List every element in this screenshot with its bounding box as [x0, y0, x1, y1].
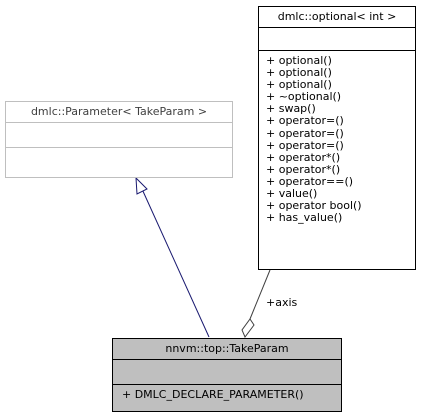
method-item[interactable]: + operator=() [266, 126, 344, 140]
method-item[interactable]: + has_value() [266, 211, 343, 225]
class-take-param[interactable]: nnvm::top::TakeParam + DMLC_DECLARE_PARA… [112, 338, 342, 412]
inheritance-arrowhead [135, 176, 148, 195]
method-item[interactable]: + operator bool() [266, 199, 362, 213]
aggregation-line [249, 269, 271, 320]
class-optional-int[interactable]: dmlc::optional< int > + optional() + opt… [258, 6, 416, 270]
method-item[interactable]: + operator*() [266, 150, 341, 164]
class-optional-int-methods: + optional() + optional() + optional() +… [259, 50, 415, 228]
class-take-param-title: nnvm::top::TakeParam [165, 342, 289, 355]
method-item[interactable]: + operator*() [266, 162, 341, 176]
method-item[interactable]: + operator==() [266, 174, 354, 188]
class-optional-int-attributes [259, 27, 415, 50]
class-parameter-take-param-attributes [6, 122, 232, 147]
class-take-param-attributes [113, 359, 341, 384]
method-item[interactable]: + ~optional() [266, 90, 342, 104]
method-item[interactable]: + optional() [266, 54, 332, 67]
class-take-param-methods: + DMLC_DECLARE_PARAMETER() [113, 384, 341, 405]
class-parameter-take-param[interactable]: dmlc::Parameter< TakeParam > [5, 101, 233, 178]
method-item[interactable]: + value() [266, 187, 318, 201]
method-item[interactable]: + DMLC_DECLARE_PARAMETER() [122, 388, 304, 401]
method-item[interactable]: + optional() [266, 66, 332, 80]
method-item[interactable]: + swap() [266, 102, 316, 116]
inheritance-line [141, 188, 210, 338]
method-item[interactable]: + operator=() [266, 114, 344, 128]
class-parameter-take-param-methods [6, 147, 232, 174]
method-item[interactable]: + optional() [266, 78, 332, 92]
class-parameter-take-param-title: dmlc::Parameter< TakeParam > [30, 105, 208, 118]
class-optional-int-title: dmlc::optional< int > [277, 10, 397, 23]
aggregation-diamond [241, 318, 255, 338]
method-item[interactable]: + operator=() [266, 138, 344, 152]
aggregation-label: +axis [266, 296, 298, 309]
